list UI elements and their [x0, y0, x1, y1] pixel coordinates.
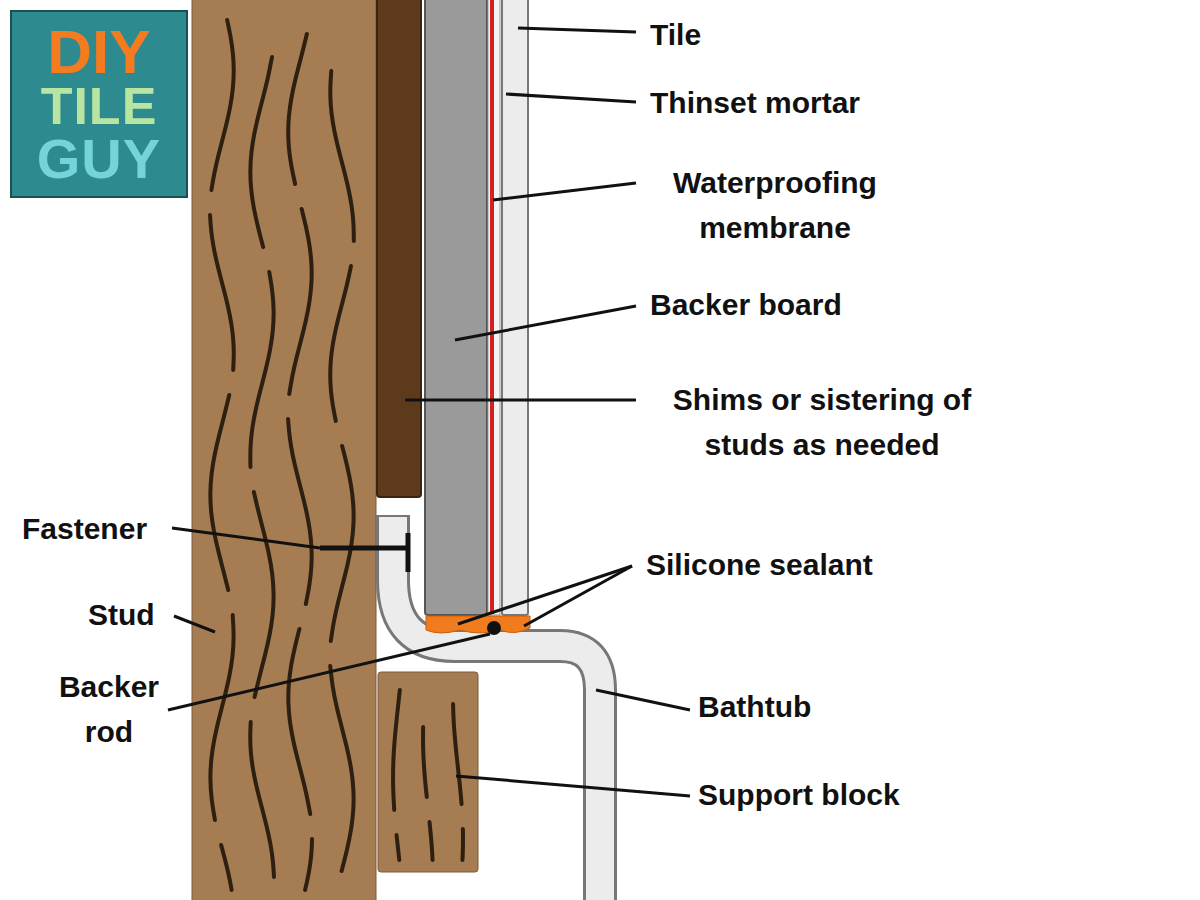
leader-line [506, 94, 636, 102]
leader-line [456, 776, 690, 796]
callout-label: Waterproofing membrane [640, 160, 910, 250]
shim [377, 0, 421, 497]
grain-stroke [289, 209, 311, 394]
callout-label: Bathtub [698, 684, 811, 729]
fastener-head [406, 533, 411, 572]
logo-text: GUY [37, 132, 161, 185]
leader-line [455, 306, 636, 340]
waterproofing-membrane [490, 0, 494, 614]
callout-label: Silicone sealant [646, 542, 873, 587]
leader-line [518, 28, 636, 32]
backer-board [425, 0, 487, 615]
callout-label: Backer board [650, 282, 842, 327]
grain-stroke [210, 395, 229, 590]
leader-line [168, 634, 490, 710]
callout-label: Shims or sistering of studs as needed [642, 377, 1002, 467]
callout-label: Fastener [22, 506, 147, 551]
leader-line [493, 183, 636, 200]
grain-stroke [331, 446, 354, 641]
callout-label: Stud [88, 592, 155, 637]
callout-label: Support block [698, 772, 900, 817]
callout-label: Backer rod [44, 664, 174, 754]
bathtub-outline [393, 515, 600, 900]
grain-stroke [210, 215, 234, 370]
grain-stroke [211, 20, 233, 190]
callout-label: Thinset mortar [650, 80, 860, 125]
grain-stroke [221, 845, 231, 890]
grain-stroke [397, 835, 400, 860]
grain-stroke [254, 492, 274, 697]
grain-stroke [210, 615, 233, 820]
leader-line [405, 399, 636, 402]
wood-grain [393, 690, 463, 860]
grain-stroke [460, 829, 465, 860]
grain-stroke [423, 727, 427, 797]
stud [192, 0, 376, 900]
grain-stroke [393, 690, 400, 810]
leader-line [172, 528, 320, 548]
logo-box: DIYTILEGUY [10, 10, 188, 198]
callout-label: Tile [650, 12, 701, 57]
grain-stroke [250, 57, 272, 247]
grain-stroke [305, 839, 312, 890]
grain-stroke [430, 822, 433, 860]
logo-text: DIY [47, 23, 150, 82]
logo-text: TILE [41, 82, 158, 131]
grain-stroke [288, 629, 310, 814]
grain-stroke [330, 266, 351, 421]
leader-line [596, 690, 690, 710]
fastener [320, 546, 408, 551]
grain-stroke [250, 272, 273, 467]
grain-stroke [288, 34, 307, 184]
leader-lines [168, 28, 690, 796]
tile [502, 0, 528, 615]
grain-stroke [330, 666, 353, 871]
bathtub [393, 517, 600, 900]
support-block [378, 672, 478, 872]
grain-stroke [453, 704, 462, 804]
leader-line [524, 566, 632, 626]
grain-stroke [250, 722, 274, 877]
wood-grain [210, 20, 354, 890]
grain-stroke [330, 71, 354, 241]
thinset-mortar [488, 0, 500, 615]
leader-line [174, 616, 215, 632]
grain-stroke [288, 419, 312, 604]
